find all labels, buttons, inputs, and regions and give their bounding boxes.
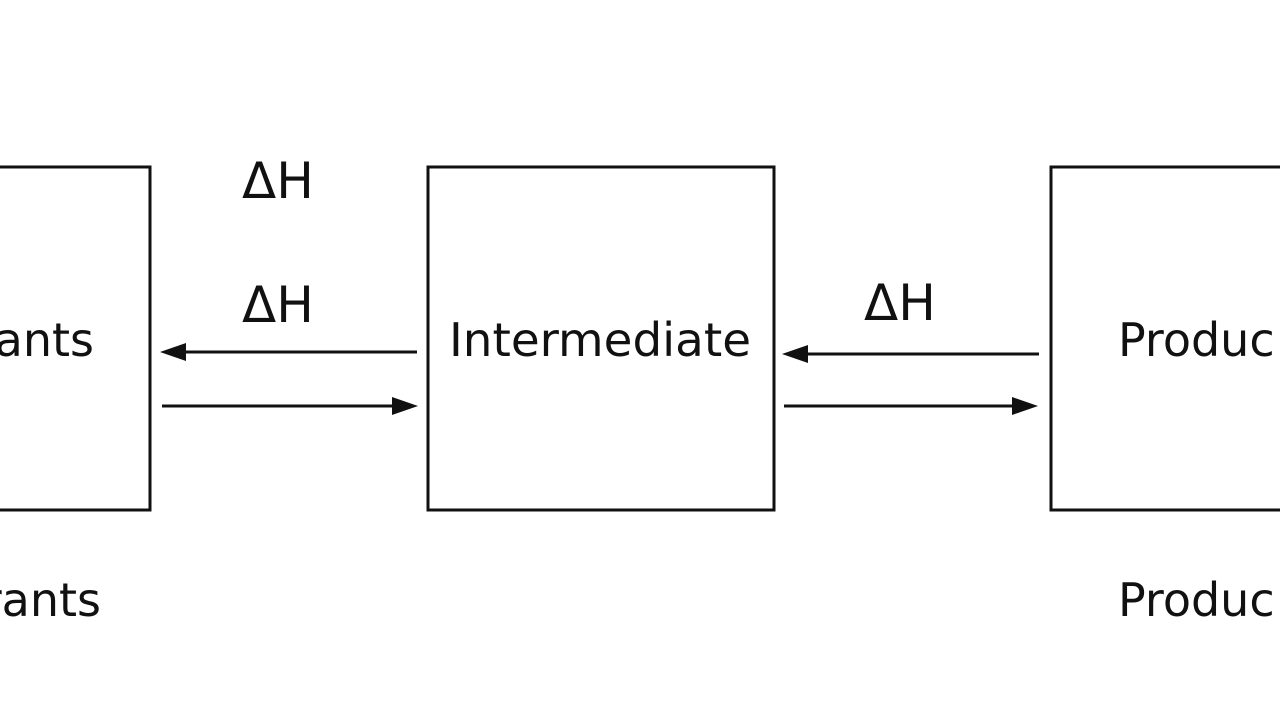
products-box xyxy=(1049,165,1280,512)
reactants-box xyxy=(0,165,152,512)
reactants-caption: rants xyxy=(0,573,101,627)
arrowhead-right xyxy=(392,397,418,415)
arrow-intermediate-to-reactants xyxy=(160,343,417,361)
delta-h-label-left: ΔH xyxy=(242,276,314,334)
reactants-box-label: ants xyxy=(0,313,94,367)
arrow-intermediate-to-products xyxy=(784,397,1038,415)
products-node: Produc xyxy=(1049,165,1280,512)
arrow-reactants-to-intermediate xyxy=(162,397,418,415)
intermediate-box xyxy=(426,165,776,512)
products-caption: Produc xyxy=(1118,573,1275,627)
intermediate-node: Intermediate xyxy=(426,165,776,512)
delta-h-label-right: ΔH xyxy=(864,274,936,332)
delta-h-label-upper-left: ΔH xyxy=(242,152,314,210)
arrowhead-left xyxy=(160,343,186,361)
reactants-node: ants xyxy=(0,165,152,512)
arrowhead-left xyxy=(782,345,808,363)
arrowhead-right xyxy=(1012,397,1038,415)
products-box-label: Produc xyxy=(1118,313,1275,367)
intermediate-box-label: Intermediate xyxy=(449,313,751,367)
arrow-products-to-intermediate xyxy=(782,345,1039,363)
